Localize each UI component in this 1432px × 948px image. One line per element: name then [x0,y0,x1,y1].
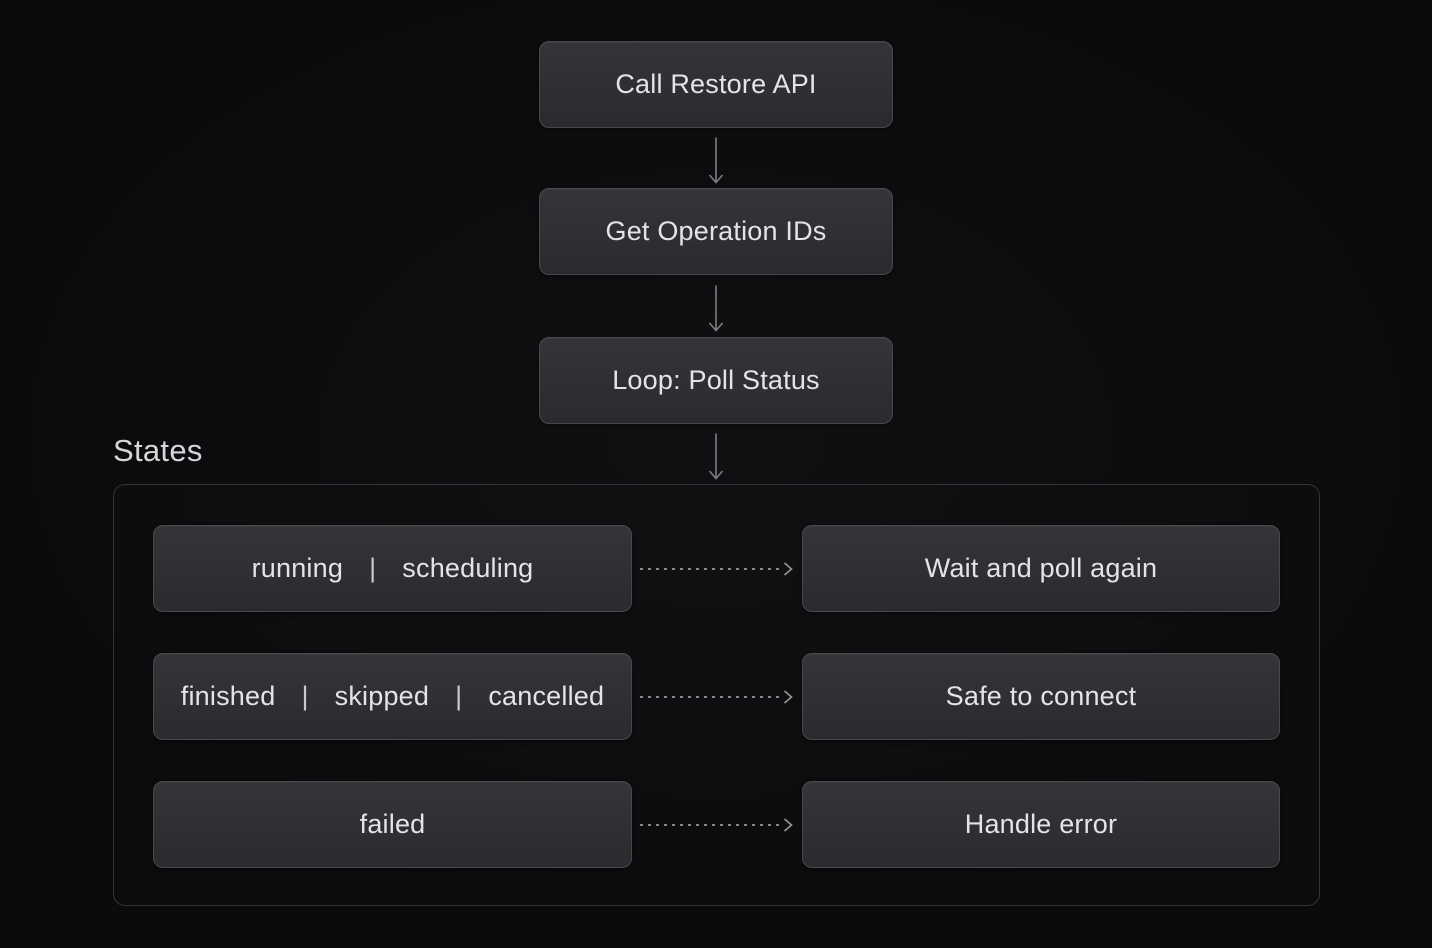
state-label: scheduling [402,553,534,583]
arrow-down-icon [708,137,724,184]
outcome-node-wait-and-poll-again: Wait and poll again [802,525,1280,612]
state-label: finished [180,681,276,711]
state-divider: | [301,681,309,711]
dashed-arrow-right-icon [640,690,793,704]
flow-node-label: Call Restore API [615,69,817,99]
state-divider: | [369,553,377,583]
flow-node-label: Loop: Poll Status [612,365,820,395]
flow-node-loop-poll-status: Loop: Poll Status [539,337,893,424]
flow-node-call-restore-api: Call Restore API [539,41,893,128]
outcome-node-handle-error: Handle error [802,781,1280,868]
state-node-running-scheduling: running | scheduling [153,525,632,612]
state-node-finished-skipped-cancelled: finished | skipped | cancelled [153,653,632,740]
state-label: skipped [334,681,430,711]
flow-node-get-operation-ids: Get Operation IDs [539,188,893,275]
dashed-arrow-right-icon [640,818,793,832]
state-label: running [251,553,344,583]
state-label: failed [359,809,426,839]
outcome-label: Safe to connect [945,681,1137,711]
arrow-down-icon [708,285,724,332]
dashed-arrow-right-icon [640,562,793,576]
states-container [113,484,1320,906]
state-divider: | [455,681,463,711]
state-node-failed: failed [153,781,632,868]
outcome-node-safe-to-connect: Safe to connect [802,653,1280,740]
flow-node-label: Get Operation IDs [605,216,827,246]
arrow-down-icon [708,433,724,480]
states-section-title: States [113,433,203,468]
state-label: cancelled [488,681,605,711]
outcome-label: Wait and poll again [924,553,1158,583]
outcome-label: Handle error [964,809,1118,839]
